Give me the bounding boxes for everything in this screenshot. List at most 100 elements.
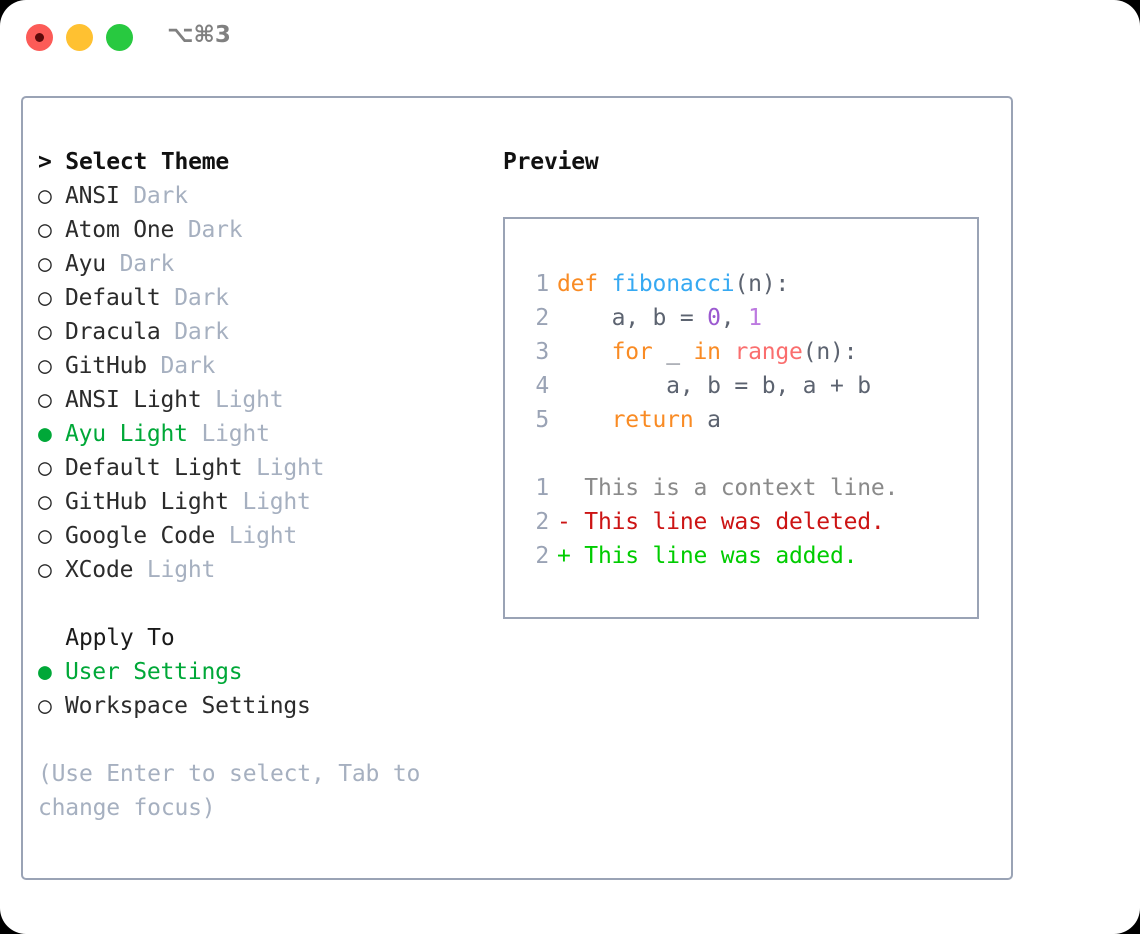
theme-option-kind: Dark — [187, 217, 243, 243]
radio-unselected-icon: ○ — [38, 183, 52, 209]
diff-sign — [557, 475, 584, 501]
code-token: range — [734, 339, 803, 365]
code-token — [598, 271, 612, 297]
theme-option-kind: Dark — [160, 353, 216, 379]
radio-unselected-icon: ○ — [38, 387, 52, 413]
diff-text: This is a context line. — [584, 475, 899, 501]
diff-text: This line was deleted. — [584, 509, 885, 535]
code-token — [557, 339, 612, 365]
preview-header: Preview — [503, 149, 599, 175]
theme-option-label: GitHub — [65, 353, 147, 379]
select-theme-header: > Select Theme — [38, 149, 230, 175]
radio-unselected-icon: ○ — [38, 319, 52, 345]
code-token: 0 — [707, 305, 721, 331]
theme-option-ansi-light[interactable]: ○ANSI Light Light — [38, 383, 478, 417]
close-button[interactable] — [26, 24, 53, 51]
code-token: , — [720, 305, 749, 331]
code-line: 5 return a — [505, 403, 977, 437]
radio-unselected-icon: ○ — [38, 353, 52, 379]
diff-preview: 1 This is a context line.2- This line wa… — [505, 471, 977, 573]
radio-unselected-icon: ○ — [38, 557, 52, 583]
code-diff-separator — [505, 437, 977, 471]
radio-unselected-icon: ○ — [38, 693, 52, 719]
theme-option-github[interactable]: ○ GitHub Dark — [38, 349, 478, 383]
theme-option-google-code[interactable]: ○Google Code Light — [38, 519, 478, 553]
code-token: 1 — [748, 305, 762, 331]
keyboard-shortcut-label: ⌥⌘3 — [167, 22, 231, 48]
theme-option-kind: Dark — [174, 319, 229, 345]
radio-unselected-icon: ○ — [38, 251, 52, 277]
code-line: 2 a, b = 0, 1 — [505, 301, 977, 335]
theme-option-kind: Light — [215, 387, 284, 413]
title-bar: ⌥⌘3 — [0, 0, 1140, 78]
theme-option-ayu[interactable]: ○ Ayu Dark — [38, 247, 478, 281]
theme-option-github-light[interactable]: ○ GitHub Light Light — [38, 485, 478, 519]
theme-option-label: Ayu Light — [65, 421, 188, 447]
code-token — [721, 339, 735, 365]
theme-option-label: GitHub Light — [65, 489, 229, 515]
keyboard-hint-text: (Use Enter to select, Tab to change focu… — [38, 761, 421, 821]
diff-sign: + — [557, 543, 585, 569]
code-token: for — [611, 339, 653, 365]
section-spacer — [38, 587, 478, 621]
theme-option-dracula[interactable]: ○ Dracula Dark — [38, 315, 478, 349]
theme-option-label: Ayu — [65, 251, 106, 277]
minimize-button[interactable] — [66, 24, 93, 51]
radio-selected-icon: ● — [38, 659, 52, 685]
theme-option-kind: Dark — [174, 285, 229, 311]
code-line: 4 a, b = b, a + b — [505, 369, 977, 403]
radio-selected-icon: ● — [38, 421, 52, 447]
theme-option-label: Google Code — [65, 523, 216, 549]
code-token: _ — [652, 339, 694, 365]
code-line: 3 for _ in range(n): — [505, 335, 977, 369]
code-token: a — [693, 407, 721, 433]
line-number: 4 — [535, 373, 549, 399]
diff-line: 1 This is a context line. — [505, 471, 977, 505]
theme-option-label: ANSI — [65, 183, 120, 209]
code-token: a, b = — [557, 305, 708, 331]
line-number: 5 — [535, 407, 549, 433]
radio-unselected-icon: ○ — [38, 217, 52, 243]
maximize-button[interactable] — [106, 24, 133, 51]
apply-option-user-settings[interactable]: ●User Settings — [38, 655, 478, 689]
window-controls — [26, 24, 133, 51]
code-token: def — [557, 271, 598, 297]
theme-option-kind: Light — [256, 455, 325, 481]
theme-option-xcode[interactable]: ○ XCode Light — [38, 553, 478, 587]
diff-text: This line was added. — [584, 543, 858, 569]
theme-option-label: Dracula — [65, 319, 161, 345]
theme-option-kind: Light — [146, 557, 216, 583]
line-number: 1 — [535, 475, 549, 501]
radio-unselected-icon: ○ — [38, 489, 52, 515]
theme-option-atom-one[interactable]: ○Atom One Dark — [38, 213, 478, 247]
theme-option-kind: Dark — [133, 183, 188, 209]
theme-option-kind: Light — [242, 489, 311, 515]
radio-unselected-icon: ○ — [38, 523, 52, 549]
code-token: return — [611, 407, 694, 433]
code-token: (n): — [802, 339, 858, 365]
theme-selector-column: > Select Theme ○ANSI Dark○Atom One Dark○… — [38, 145, 478, 825]
theme-option-default-light[interactable]: ○Default Light Light — [38, 451, 478, 485]
code-token: a, b = b, a + b — [557, 373, 871, 399]
radio-unselected-icon: ○ — [38, 285, 52, 311]
line-number: 2 — [535, 509, 549, 535]
line-number: 1 — [535, 271, 549, 297]
apply-option-workspace-settings[interactable]: ○Workspace Settings — [38, 689, 478, 723]
theme-option-kind: Dark — [119, 251, 175, 277]
radio-unselected-icon: ○ — [38, 455, 52, 481]
theme-option-label: XCode — [65, 557, 134, 583]
theme-option-label: Default — [65, 285, 161, 311]
line-number: 2 — [535, 543, 549, 569]
apply-to-header: Apply To — [65, 625, 175, 651]
theme-option-kind: Light — [201, 421, 270, 447]
theme-option-ayu-light[interactable]: ● Ayu Light Light — [38, 417, 478, 451]
line-number: 3 — [535, 339, 549, 365]
theme-option-ansi[interactable]: ○ ANSI Dark — [38, 179, 478, 213]
theme-list: ○ANSI Dark○Atom One Dark○Ayu Dark○Defaul… — [38, 179, 478, 587]
theme-option-default[interactable]: ○ Default Dark — [38, 281, 478, 315]
